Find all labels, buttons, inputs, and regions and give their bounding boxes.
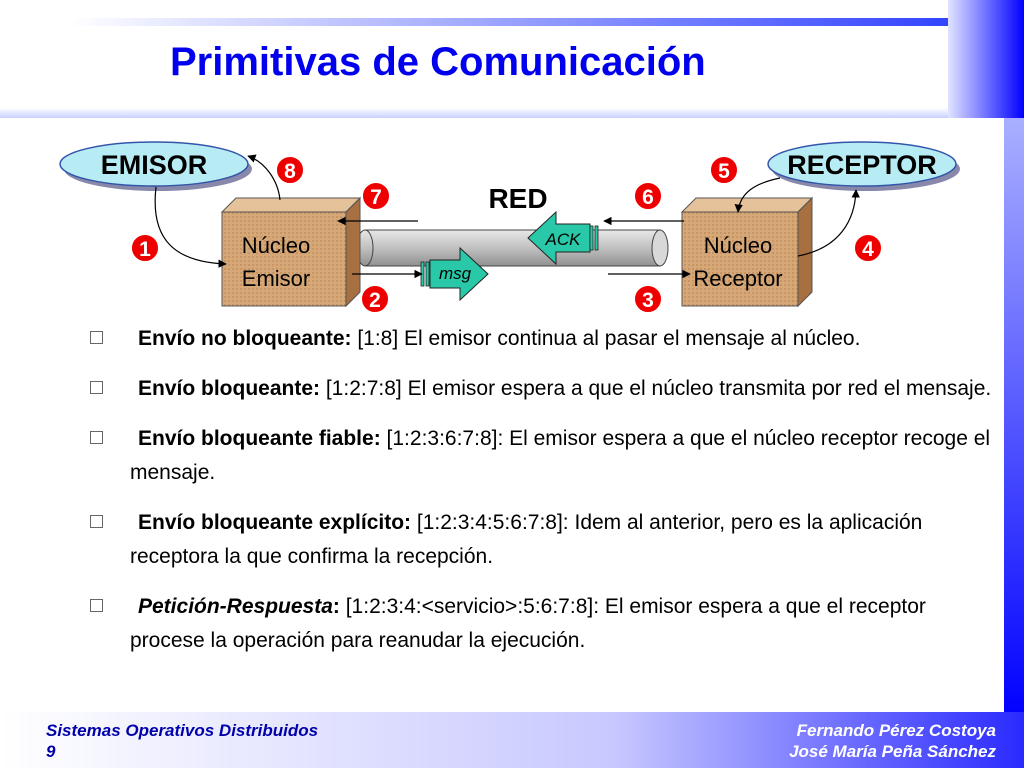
bullet-item: Envío no bloqueante: [1:8] El emisor con… — [86, 322, 996, 356]
footer-course-name: Sistemas Operativos Distribuidos — [46, 721, 319, 740]
footer-author-1: Fernando Pérez Costoya — [796, 721, 996, 740]
msg-label: msg — [439, 264, 472, 283]
bullet-lead: Envío bloqueante: — [138, 377, 321, 400]
bullet-item: Envío bloqueante explícito: [1:2:3:4:5:6… — [86, 506, 996, 574]
svg-text:8: 8 — [284, 160, 296, 183]
svg-text:6: 6 — [642, 186, 654, 209]
kernel-receiver-label-line2: Receptor — [693, 266, 782, 291]
bullet-box-icon — [90, 331, 103, 344]
step-badge-2: 2 — [360, 284, 390, 314]
step-badge-6: 6 — [633, 181, 663, 211]
kernel-sender-label-line2: Emisor — [242, 266, 310, 291]
receiver-ellipse — [767, 141, 957, 187]
network-pipe — [356, 229, 669, 267]
bullet-box-icon — [90, 515, 103, 528]
step-badge-3: 3 — [633, 284, 663, 314]
footer-gradient — [0, 712, 1024, 768]
right-edge-gradient — [1004, 118, 1024, 718]
footer-author-2: José María Peña Sánchez — [789, 742, 996, 761]
svg-text:3: 3 — [642, 289, 654, 312]
step-badge-7: 7 — [361, 181, 391, 211]
bullet-box-icon — [90, 599, 103, 612]
network-label: RED — [488, 183, 547, 214]
sender-label: EMISOR — [101, 150, 208, 180]
bullet-item: Petición-Respuesta: [1:2:3:4:<servicio>:… — [86, 590, 996, 658]
bullet-text: [1:2:3:4:<servicio>:5:6:7:8]: El emisor … — [130, 595, 926, 652]
bullet-lead: Envío bloqueante fiable: — [138, 427, 381, 450]
step-badge-1: 1 — [130, 233, 160, 263]
kernel-sender-box — [220, 196, 362, 308]
communication-diagram: Núcleo Emisor Núcleo Receptor EMISOR REC… — [59, 141, 960, 314]
header-gradient-right — [948, 0, 1024, 118]
bullet-text: [1:8] El emisor continua al pasar el men… — [351, 327, 861, 350]
slide-title: Primitivas de Comunicación — [170, 40, 706, 84]
kernel-receiver-label-line1: Núcleo — [704, 233, 772, 258]
bullet-list: Envío no bloqueante: [1:8] El emisor con… — [86, 322, 996, 674]
arrow-5-receiver-to-kernel — [734, 177, 781, 213]
svg-text:1: 1 — [139, 238, 151, 261]
step-badge-5: 5 — [709, 155, 739, 185]
title-underline — [0, 108, 948, 118]
kernel-receiver-box — [680, 196, 814, 308]
svg-text:2: 2 — [369, 289, 381, 312]
arrow-1-sender-to-kernel — [154, 186, 227, 268]
receiver-label: RECEPTOR — [787, 150, 937, 180]
bullet-lead: Envío no bloqueante: — [138, 327, 352, 350]
svg-text:5: 5 — [718, 160, 730, 183]
bullet-box-icon — [90, 381, 103, 394]
bullet-box-icon — [90, 431, 103, 444]
bullet-item: Envío bloqueante: [1:2:7:8] El emisor es… — [86, 372, 996, 406]
bullet-text: [1:2:3:6:7:8]: El emisor espera a que el… — [130, 427, 991, 484]
bullet-text: [1:2:7:8] El emisor espera a que el núcl… — [320, 377, 992, 400]
step-badge-8: 8 — [275, 155, 305, 185]
header-top-rule — [68, 18, 948, 26]
bullet-lead: Petición-Respuesta — [138, 595, 333, 618]
ack-arrow — [527, 210, 599, 266]
bullet-text: [1:2:3:4:5:6:7:8]: Idem al anterior, per… — [130, 511, 923, 568]
footer-course: Sistemas Operativos Distribuidos 9 — [46, 720, 318, 762]
arrow-8-kernel-to-sender — [247, 154, 281, 201]
step-badge-4: 4 — [853, 233, 883, 263]
ack-label: ACK — [545, 230, 582, 249]
bullet-item: Envío bloqueante fiable: [1:2:3:6:7:8]: … — [86, 422, 996, 490]
footer-page-number: 9 — [46, 742, 56, 761]
svg-text:4: 4 — [862, 238, 874, 261]
kernel-sender-label-line1: Núcleo — [242, 233, 310, 258]
svg-text:7: 7 — [370, 186, 382, 209]
arrow-4-kernel-to-receiver — [797, 189, 860, 257]
bullet-lead-suffix: : — [332, 595, 340, 618]
bullet-lead: Envío bloqueante explícito: — [138, 511, 412, 534]
sender-ellipse — [59, 141, 249, 187]
footer-authors: Fernando Pérez Costoya José María Peña S… — [789, 720, 996, 762]
